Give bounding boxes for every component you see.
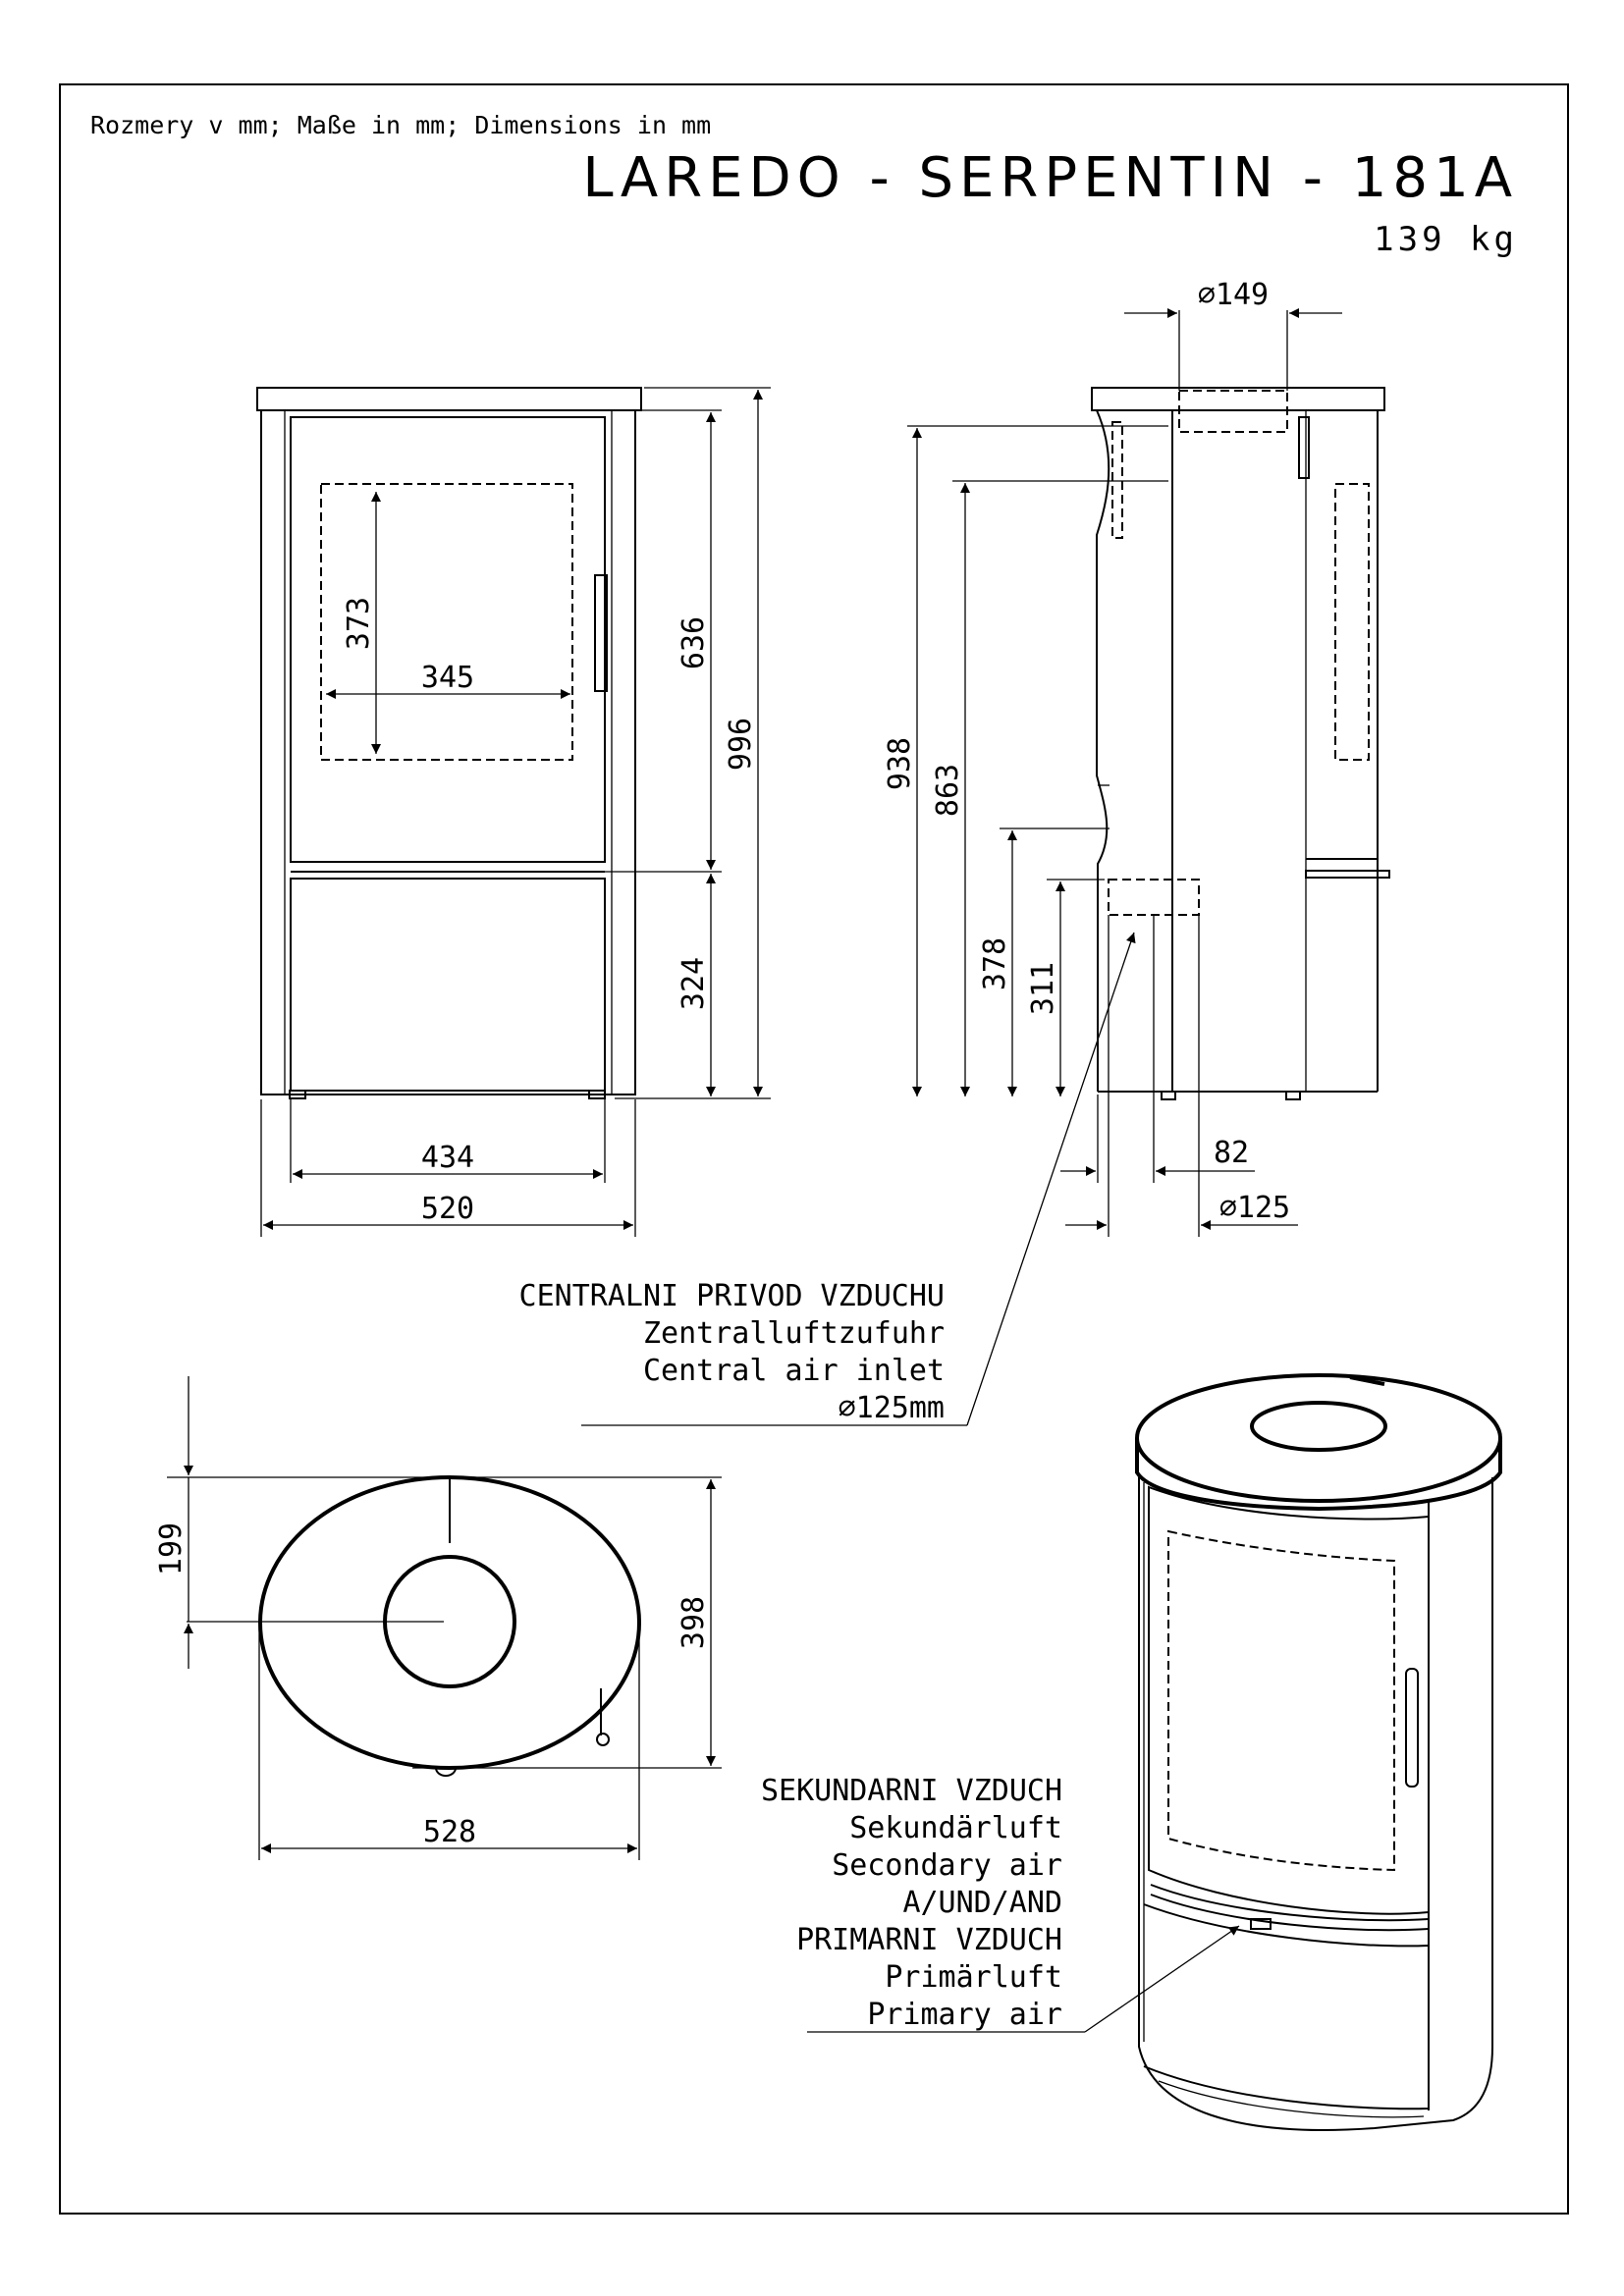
iso-ash-drawer — [1143, 1903, 1430, 2110]
dimensions-note: Rozmery v mm; Maße in mm; Dimensions in … — [90, 111, 711, 139]
iso-body — [1138, 1477, 1493, 2131]
central-air-callout: CENTRALNI PRIVOD VZDUCHU Zentralluftzufu… — [519, 932, 1136, 1426]
side-air-inlet — [1108, 879, 1200, 916]
dim-inner-width: 434 — [421, 1141, 474, 1175]
model-title: LAREDO - SERPENTIN - 181A — [582, 146, 1518, 210]
dim-total-height: 996 — [724, 718, 758, 771]
callout-air-secondary-cz: SEKUNDARNI VZDUCH — [761, 1774, 1062, 1808]
callout-air-secondary-en: Secondary air — [832, 1848, 1062, 1883]
side-view: ⌀149 938 863 378 311 82 ⌀125 — [883, 278, 1390, 1237]
front-door — [290, 416, 606, 863]
iso-top-plate — [1135, 1373, 1502, 1503]
front-top-plate — [256, 387, 642, 411]
dim-flue-height: 938 — [883, 737, 917, 790]
dim-lower-height: 324 — [677, 957, 711, 1010]
callout-air-primary-de: Primärluft — [885, 1960, 1062, 1995]
side-top-plate — [1091, 387, 1385, 411]
drawing-border — [59, 83, 1569, 2215]
iso-door — [1148, 1485, 1430, 1915]
callout-air-secondary-de: Sekundärluft — [849, 1811, 1062, 1845]
dim-window-width: 345 — [421, 661, 474, 695]
callout-central-diameter: ⌀125mm — [839, 1391, 945, 1425]
door-handle — [594, 574, 608, 692]
dim-center-offset: 199 — [154, 1522, 189, 1575]
dim-air-inlet-top: 378 — [978, 937, 1012, 990]
callout-central-en: Central air inlet — [643, 1354, 945, 1388]
isometric-view — [1135, 1373, 1502, 2131]
dim-outer-width: 520 — [421, 1192, 474, 1226]
top-view: 199 398 528 — [154, 1376, 722, 1860]
dim-flue-diameter: ⌀149 — [1198, 278, 1269, 312]
dim-inlet-diameter: ⌀125 — [1219, 1191, 1290, 1225]
callout-air-and: A/UND/AND — [902, 1886, 1062, 1920]
dim-upper-height: 636 — [677, 616, 711, 669]
callout-air-primary-cz: PRIMARNI VZDUCH — [796, 1923, 1062, 1957]
dim-window-height: 373 — [342, 597, 376, 650]
dim-air-inlet-center: 311 — [1026, 962, 1060, 1015]
front-ash-drawer — [290, 878, 606, 1092]
iso-window — [1167, 1529, 1395, 1872]
side-glass — [1334, 483, 1370, 761]
air-callout: SEKUNDARNI VZDUCH Sekundärluft Secondary… — [761, 1774, 1240, 2033]
dim-inlet-offset: 82 — [1214, 1136, 1249, 1170]
front-body — [260, 409, 636, 1095]
callout-air-primary-en: Primary air — [867, 1998, 1062, 2032]
side-flue-outlet — [1178, 390, 1288, 433]
front-view: 373 345 636 324 996 434 520 — [256, 387, 771, 1237]
dim-width: 528 — [423, 1815, 476, 1849]
dim-top-outlet-height: 863 — [931, 764, 965, 817]
iso-handle — [1405, 1668, 1419, 1788]
dim-depth: 398 — [677, 1596, 711, 1649]
callout-central-de: Zentralluftzufuhr — [643, 1316, 945, 1351]
iso-flue — [1250, 1401, 1387, 1452]
front-window-outline — [320, 483, 573, 761]
callout-central-cz: CENTRALNI PRIVOD VZDUCHU — [519, 1279, 945, 1313]
weight-label: 139 kg — [1374, 220, 1518, 259]
